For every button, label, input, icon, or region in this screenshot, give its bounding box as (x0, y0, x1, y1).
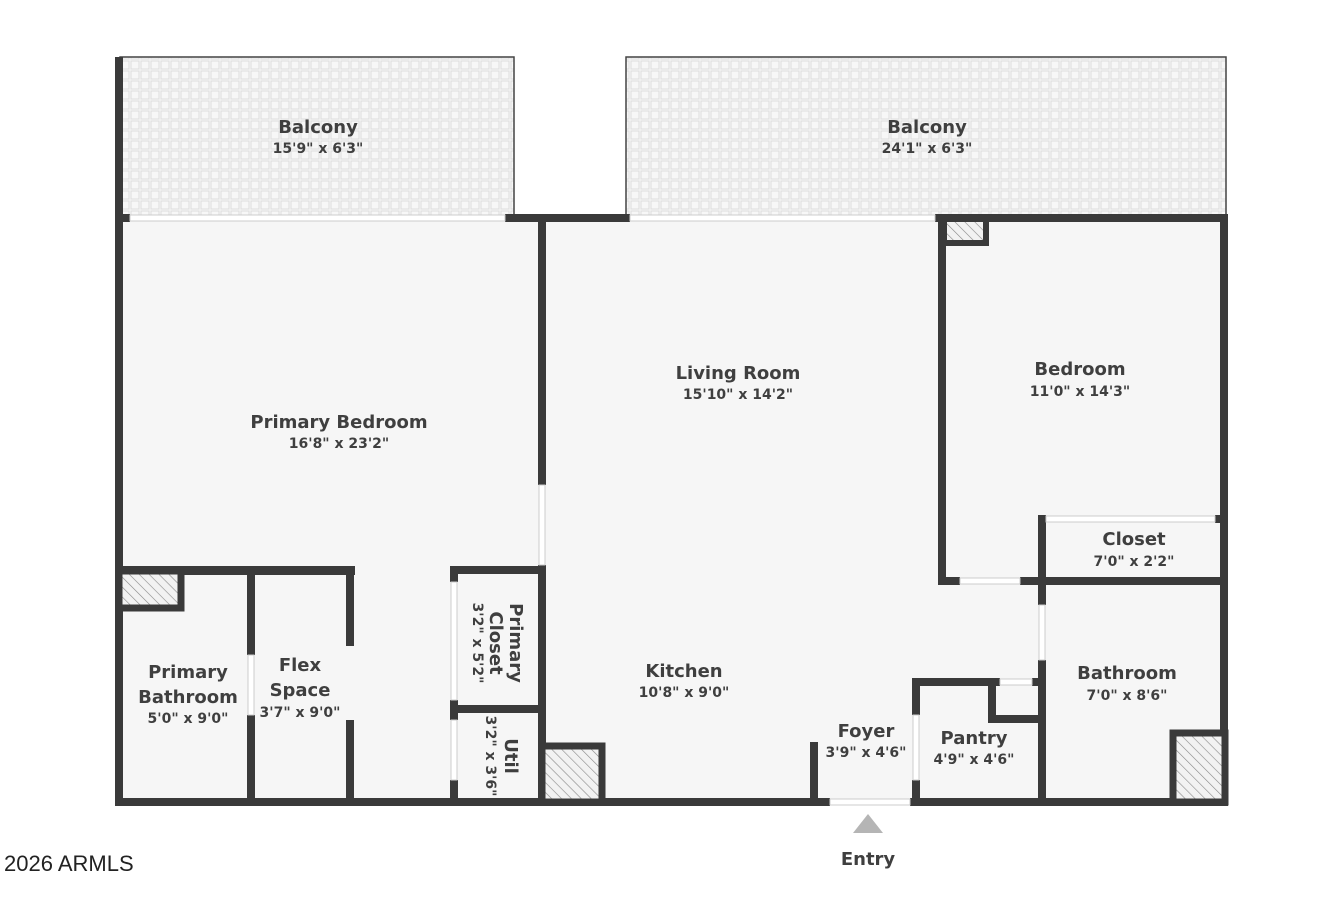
room-name: Balcony (278, 117, 358, 138)
room-dims: 24'1" x 6'3" (882, 141, 973, 157)
balcony-right (625, 56, 1227, 218)
room-dims: 5'0" x 9'0" (148, 711, 229, 727)
entry-label: Entry (841, 849, 896, 870)
room-name: Primary Bedroom (250, 412, 427, 433)
room-dims: 3'2" x 3'6" (482, 716, 498, 797)
balcony-left (119, 56, 515, 218)
room-dims: 7'0" x 8'6" (1087, 688, 1168, 704)
room-name: Flex (279, 655, 322, 676)
room-name: Bathroom (138, 687, 238, 708)
room-name: Pantry (941, 728, 1008, 749)
hatched-fixture (538, 742, 606, 806)
room-dims: 3'2" x 5'2" (469, 603, 485, 684)
hatched-fixture (1169, 729, 1229, 806)
room-name: Closet (1102, 529, 1166, 550)
room-dims: 16'8" x 23'2" (289, 436, 389, 452)
room-name: Foyer (838, 721, 895, 742)
room-name: Primary (505, 603, 526, 683)
room-name: Util (500, 738, 521, 774)
room-dims: 15'9" x 6'3" (273, 141, 364, 157)
walls (115, 57, 1228, 806)
room-dims: 4'9" x 4'6" (934, 752, 1015, 768)
room-dims: 3'9" x 4'6" (826, 745, 907, 761)
room-name: Space (270, 680, 331, 701)
room-name: Bedroom (1034, 359, 1125, 380)
room-name: Closet (485, 611, 506, 675)
room-dims: 11'0" x 14'3" (1030, 384, 1130, 400)
room-dims: 3'7" x 9'0" (260, 705, 341, 721)
room-dims: 10'8" x 9'0" (639, 685, 730, 701)
room-name: Living Room (676, 363, 801, 384)
watermark: 2026 ARMLS (4, 851, 134, 876)
room-name: Kitchen (645, 661, 722, 682)
windows (129, 214, 1216, 806)
room-dims: 7'0" x 2'2" (1094, 554, 1175, 570)
room-name: Balcony (887, 117, 967, 138)
room-dims: 15'10" x 14'2" (683, 387, 793, 403)
hatched-fixture (115, 567, 185, 612)
room-name: Bathroom (1077, 663, 1177, 684)
room-name: Primary (148, 662, 228, 683)
entry-arrow-icon (853, 814, 883, 833)
hatched-fixture (941, 216, 989, 246)
